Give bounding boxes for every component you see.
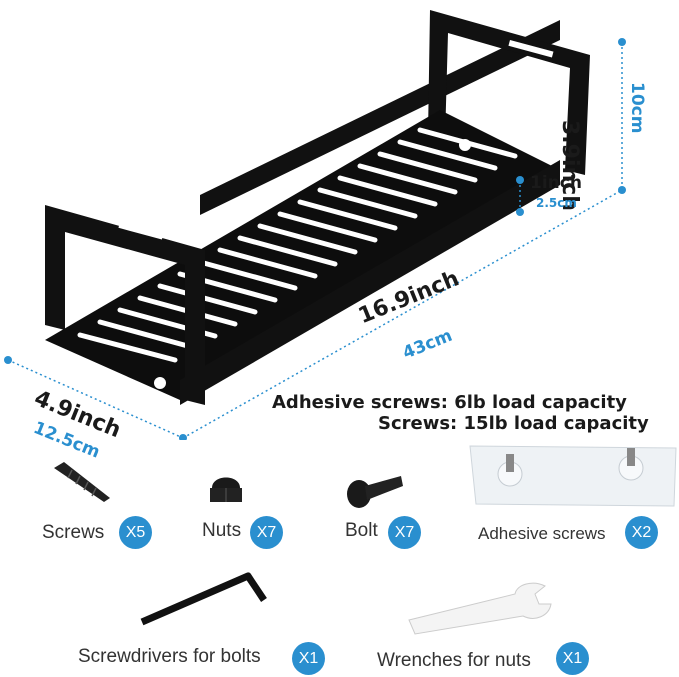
adhesive-screws-label: Adhesive screws bbox=[478, 524, 606, 543]
screwdrivers-label: Screwdrivers for bolts bbox=[78, 646, 261, 667]
lip-inch-label: 1inch bbox=[530, 173, 582, 193]
hex-key-icon bbox=[140, 572, 267, 626]
screws-capacity-text: Screws: 15lb load capacity bbox=[378, 413, 649, 434]
adhesive-pad-icon bbox=[469, 445, 677, 507]
wrenches-label: Wrenches for nuts bbox=[377, 650, 531, 671]
screwdrivers-qty-badge: X1 bbox=[292, 642, 325, 675]
spice-rack-illustration bbox=[4, 10, 626, 440]
height-cm-label: 10cm bbox=[627, 82, 647, 134]
nut-icon bbox=[210, 477, 242, 502]
wrench-icon bbox=[408, 582, 552, 635]
screws-label: Screws bbox=[42, 522, 105, 543]
nuts-label: Nuts bbox=[202, 520, 242, 541]
wrenches-qty-badge: X1 bbox=[556, 642, 589, 675]
bolt-label: Bolt bbox=[345, 520, 378, 541]
bolt-qty-badge: X7 bbox=[388, 516, 421, 549]
adhesive-capacity-text: Adhesive screws: 6lb load capacity bbox=[272, 392, 627, 413]
screw-icon bbox=[54, 462, 110, 502]
nuts-qty-badge: X7 bbox=[250, 516, 283, 549]
bolt-icon bbox=[347, 476, 403, 508]
lip-cm-label: 2.5cm bbox=[536, 196, 577, 210]
screws-qty-badge: X5 bbox=[119, 516, 152, 549]
adhesive-qty-badge: X2 bbox=[625, 516, 658, 549]
